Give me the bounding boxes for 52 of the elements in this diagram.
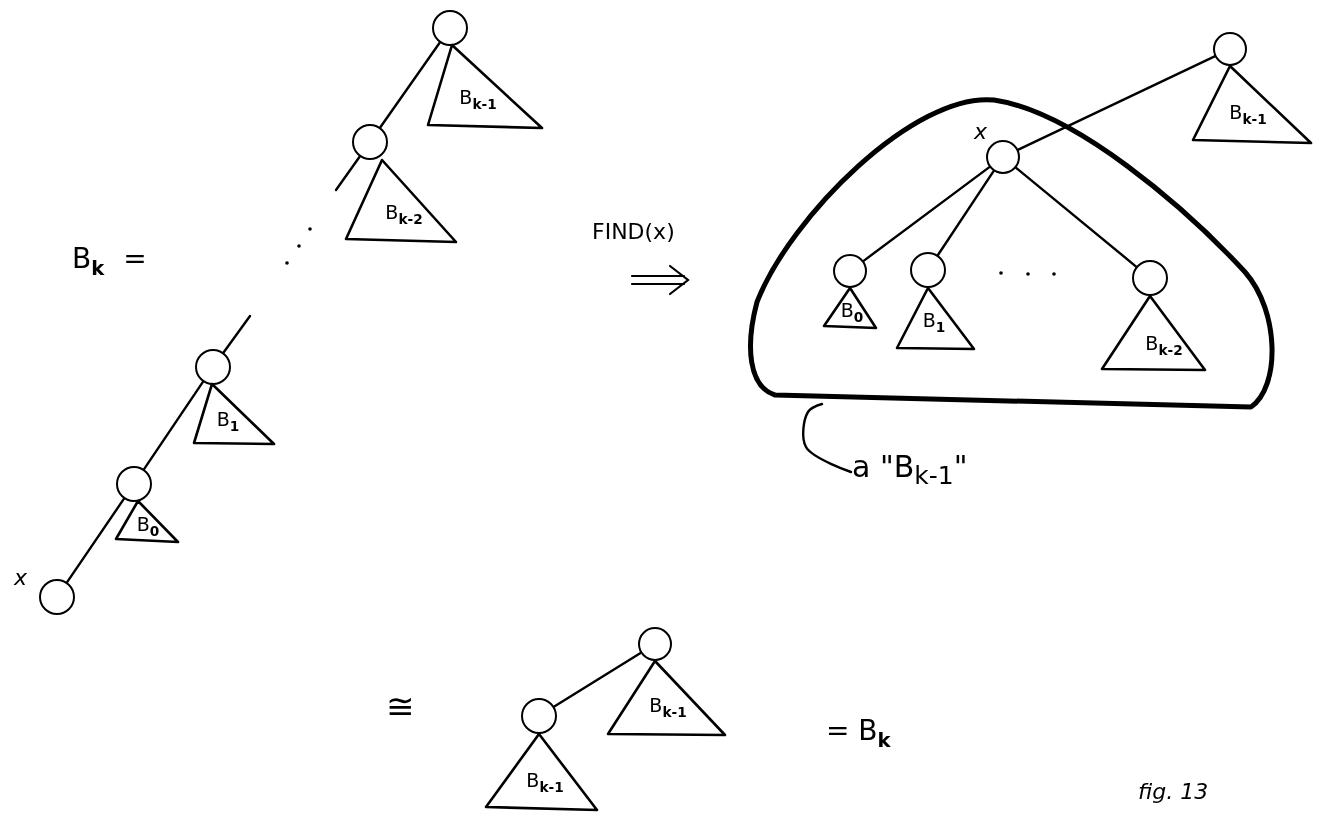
tree-edge — [222, 314, 252, 354]
tree-edge — [1014, 166, 1138, 268]
formula-text: ≅ — [386, 688, 415, 726]
formula-text: = B$_{k}$ — [826, 716, 891, 752]
tree-node-circle — [195, 349, 231, 385]
tree-node-circle — [432, 10, 468, 46]
subtree-outline — [745, 97, 1275, 412]
subtree-label: B$_{0}$ — [840, 301, 864, 325]
tree-node-circle — [1213, 32, 1247, 66]
figure-number: fig. 13 — [1138, 780, 1209, 805]
subtree-triangle — [606, 659, 727, 737]
subtree-label: B$_{k-2}$ — [385, 203, 423, 227]
subtree-label: B$_{k-1}$ — [526, 771, 564, 795]
tree-edge — [936, 169, 995, 257]
tree-node-circle — [1132, 260, 1168, 296]
leader-line — [802, 402, 853, 474]
subtree-label: B$_{0}$ — [136, 515, 160, 539]
subtree-triangle — [114, 499, 180, 544]
tree-edge — [65, 497, 126, 584]
subtree-triangle — [895, 286, 976, 351]
node-label: x — [974, 120, 988, 145]
tree-edge — [1017, 55, 1216, 151]
tree-edge — [334, 155, 361, 192]
subtree-triangle — [1191, 64, 1313, 145]
subtree-label: B$_{k-2}$ — [1145, 334, 1183, 358]
formula-text: FIND(x) — [592, 220, 675, 245]
tree-edge — [862, 165, 991, 263]
tree-node-circle — [833, 254, 867, 288]
subtree-triangle — [426, 43, 544, 130]
tree-edge — [142, 380, 205, 471]
caption-text: a "B$_{k-1}$" — [852, 450, 968, 490]
tree-node-circle — [352, 124, 388, 160]
tree-node-circle — [986, 140, 1020, 174]
subtree-triangle — [484, 732, 599, 812]
tree-node-circle — [638, 627, 672, 661]
subtree-label: B$_{k-1}$ — [1229, 103, 1267, 127]
tree-node-circle — [116, 466, 152, 502]
tree-edge — [379, 41, 441, 129]
subtree-label: B$_{1}$ — [922, 311, 946, 335]
subtree-triangle — [344, 158, 458, 244]
tree-edge — [553, 651, 642, 708]
tree-node-circle — [910, 252, 946, 288]
tree-node-circle — [39, 579, 75, 615]
node-label: x — [14, 566, 28, 591]
formula-text: B$_{k}$ = — [72, 244, 147, 280]
subtree-triangle — [192, 382, 276, 446]
subtree-label: B$_{k-1}$ — [459, 88, 497, 112]
tree-node-circle — [521, 698, 557, 734]
subtree-triangle — [1100, 294, 1207, 372]
subtree-label: B$_{k-1}$ — [649, 696, 687, 720]
subtree-label: B$_{1}$ — [216, 410, 240, 434]
subtree-triangle — [822, 286, 878, 330]
